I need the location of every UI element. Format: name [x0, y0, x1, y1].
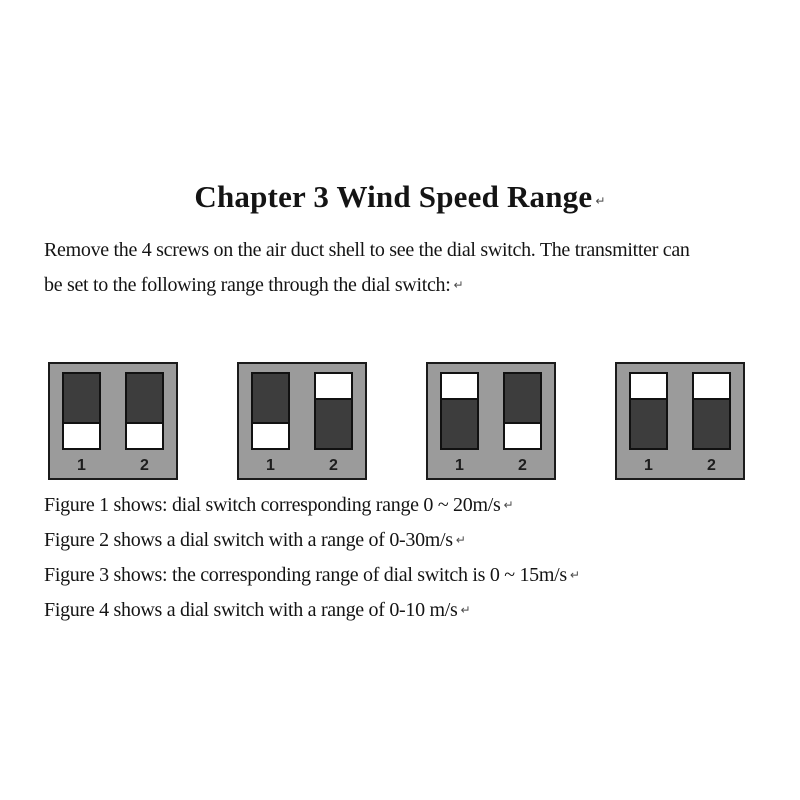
- figure-2-caption-text: Figure 2 shows a dial switch with a rang…: [44, 529, 453, 551]
- dip-switch-1-icon: [62, 372, 101, 450]
- dip-switch-labels: 1 2: [239, 457, 365, 475]
- dip-slider: [127, 421, 162, 448]
- dip-label-1: 1: [266, 457, 275, 474]
- figure-1-caption: Figure 1 shows: dial switch correspondin…: [44, 488, 774, 523]
- dial-switch-figures-row: 1 2 1 2 1 2: [48, 362, 745, 480]
- chapter-title: Chapter 3 Wind Speed Range↵: [0, 179, 800, 215]
- dip-label-1: 1: [455, 457, 464, 474]
- dip-switch-labels: 1 2: [428, 457, 554, 475]
- figure-captions: Figure 1 shows: dial switch correspondin…: [44, 488, 774, 628]
- paragraph-mark-icon: ↵: [460, 603, 471, 617]
- dip-label-2: 2: [518, 457, 527, 474]
- dip-slider: [694, 374, 729, 401]
- dip-switch-2-icon: [503, 372, 542, 450]
- paragraph-mark-icon: ↵: [453, 278, 464, 292]
- dip-slider: [442, 374, 477, 401]
- dip-slider: [64, 421, 99, 448]
- figure-4-caption: Figure 4 shows a dial switch with a rang…: [44, 593, 774, 628]
- paragraph-mark-icon: ↵: [503, 498, 514, 512]
- dip-label-2: 2: [140, 457, 149, 474]
- dial-switch-figure-2: 1 2: [237, 362, 367, 480]
- paragraph-mark-icon: ↵: [595, 194, 606, 208]
- dial-switch-figure-3: 1 2: [426, 362, 556, 480]
- dip-slider: [253, 421, 288, 448]
- figure-4-caption-text: Figure 4 shows a dial switch with a rang…: [44, 599, 458, 621]
- dip-switch-labels: 1 2: [50, 457, 176, 475]
- chapter-title-text: Chapter 3 Wind Speed Range: [194, 179, 593, 214]
- intro-line-2: be set to the following range through th…: [44, 268, 774, 303]
- dip-switch-2-icon: [692, 372, 731, 450]
- dial-switch-figure-4: 1 2: [615, 362, 745, 480]
- dip-slider: [505, 421, 540, 448]
- dip-switch-1-icon: [440, 372, 479, 450]
- dip-label-2: 2: [707, 457, 716, 474]
- figure-2-caption: Figure 2 shows a dial switch with a rang…: [44, 523, 774, 558]
- intro-paragraph: Remove the 4 screws on the air duct shel…: [44, 233, 774, 303]
- paragraph-mark-icon: ↵: [569, 568, 580, 582]
- dip-label-1: 1: [644, 457, 653, 474]
- intro-line-1-text: Remove the 4 screws on the air duct shel…: [44, 239, 690, 261]
- figure-1-caption-text: Figure 1 shows: dial switch correspondin…: [44, 494, 501, 516]
- dip-switch-labels: 1 2: [617, 457, 743, 475]
- dip-switch-1-icon: [251, 372, 290, 450]
- figure-3-caption-text: Figure 3 shows: the corresponding range …: [44, 564, 567, 586]
- dip-slider: [316, 374, 351, 401]
- figure-3-caption: Figure 3 shows: the corresponding range …: [44, 558, 774, 593]
- dip-switch-2-icon: [125, 372, 164, 450]
- paragraph-mark-icon: ↵: [455, 533, 466, 547]
- intro-line-1: Remove the 4 screws on the air duct shel…: [44, 233, 774, 268]
- dip-label-2: 2: [329, 457, 338, 474]
- dip-switch-2-icon: [314, 372, 353, 450]
- dip-label-1: 1: [77, 457, 86, 474]
- dial-switch-figure-1: 1 2: [48, 362, 178, 480]
- intro-line-2-text: be set to the following range through th…: [44, 274, 451, 296]
- dip-slider: [631, 374, 666, 401]
- dip-switch-1-icon: [629, 372, 668, 450]
